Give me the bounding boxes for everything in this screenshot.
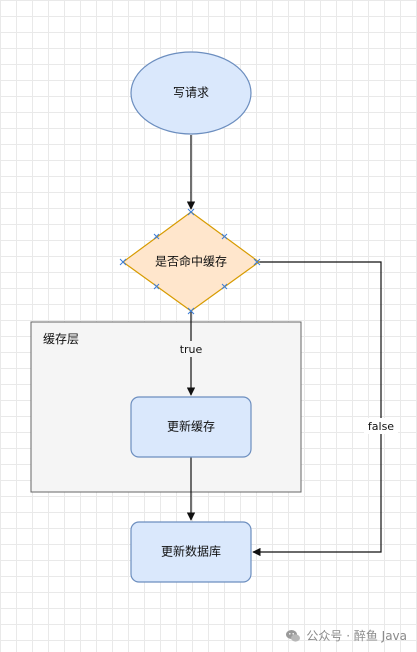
- node-update-database[interactable]: 更新数据库: [130, 521, 252, 583]
- node-cache-hit-decision-label: 是否命中缓存: [155, 254, 227, 269]
- cache-layer-label: 缓存层: [43, 332, 79, 346]
- node-update-cache-label: 更新缓存: [167, 419, 215, 434]
- node-write-request-label: 写请求: [173, 86, 209, 100]
- watermark: 公众号 · 醉鱼 Java: [285, 627, 407, 644]
- edge-label-false: false: [368, 420, 394, 433]
- edge-decision-false-to-update-db: [252, 261, 382, 557]
- wechat-icon: [286, 629, 301, 642]
- node-write-request[interactable]: 写请求: [130, 51, 252, 135]
- node-update-cache[interactable]: 更新缓存: [130, 396, 252, 458]
- selection-handles: [119, 208, 261, 315]
- edges: true false: [178, 135, 398, 557]
- watermark-text: 公众号 · 醉鱼 Java: [306, 629, 407, 643]
- node-update-database-label: 更新数据库: [161, 544, 221, 559]
- node-cache-hit-decision[interactable]: 是否命中缓存: [119, 208, 261, 315]
- edge-label-true: true: [180, 343, 203, 356]
